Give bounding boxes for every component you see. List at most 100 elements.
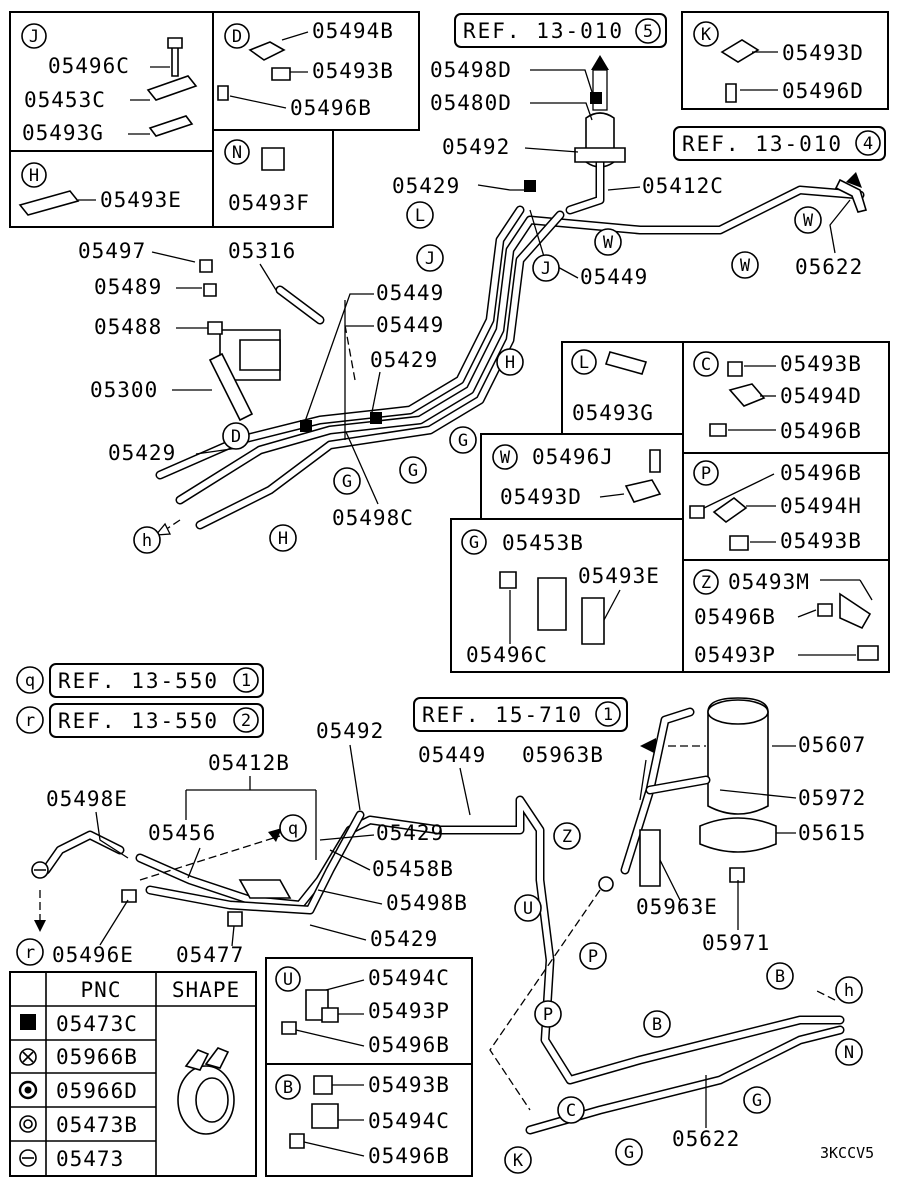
label-05496B: 05496B	[780, 461, 862, 485]
svg-text:J: J	[541, 259, 551, 279]
bolt-icon	[217, 85, 229, 101]
ref-13-550-2[interactable]: r REF. 13-550 2	[16, 703, 264, 738]
label-05412C: 05412C	[642, 174, 724, 198]
svg-text:REF. 13-010: REF. 13-010	[463, 19, 624, 43]
label-05496C: 05496C	[466, 643, 548, 667]
label-05449b: 05449	[376, 281, 444, 305]
filled-square-icon	[20, 1014, 36, 1030]
label-05496B: 05496B	[368, 1033, 450, 1057]
label-05492: 05492	[442, 135, 510, 159]
svg-text:K: K	[513, 1151, 524, 1171]
label-05429b: 05429	[370, 348, 438, 372]
legend-header-pnc: PNC	[81, 978, 122, 1002]
label-05493F: 05493F	[228, 191, 310, 215]
label-05453C: 05453C	[24, 88, 106, 112]
label-05622: 05622	[795, 255, 863, 279]
label-05498E: 05498E	[46, 787, 128, 811]
label-05493P: 05493P	[368, 999, 450, 1023]
detail-box-W: W 05496J 05493D	[480, 433, 684, 520]
label-05496B: 05496B	[694, 605, 776, 629]
label-05429b: 05429	[370, 927, 438, 951]
label-05429c: 05429	[108, 441, 176, 465]
bolt-icon	[689, 505, 705, 519]
label-05622: 05622	[672, 1127, 740, 1151]
label-05498D: 05498D	[430, 58, 512, 82]
label-05477: 05477	[176, 943, 244, 967]
upper-location-circles: L J J W W W H G G D G H h	[133, 201, 822, 554]
svg-text:h: h	[142, 531, 152, 551]
ref-13-010-5[interactable]: REF. 13-010 5	[454, 13, 667, 48]
svg-text:P: P	[543, 1005, 553, 1025]
detail-box-D: D 05494B 05493B 05496B	[212, 11, 420, 131]
bracket-icon	[839, 592, 872, 630]
detail-box-U: U 05494C 05493P 05496B	[265, 957, 473, 1065]
label-05493D: 05493D	[500, 485, 582, 509]
bolt-icon	[725, 83, 737, 103]
clamp-icon	[624, 479, 662, 503]
detail-box-Z: Z 05493M 05496B 05493P	[682, 559, 890, 673]
legend-pnc-1: 05473C	[56, 1012, 138, 1036]
label-05963E: 05963E	[636, 895, 718, 919]
svg-text:U: U	[523, 899, 533, 919]
label-05429a: 05429	[376, 821, 444, 845]
label-05488: 05488	[94, 315, 162, 339]
label-05496C: 05496C	[48, 54, 130, 78]
label-05493B: 05493B	[780, 529, 862, 553]
ref-13-010-4[interactable]: REF. 13-010 4	[673, 126, 886, 161]
svg-text:G: G	[752, 1091, 762, 1111]
clip-icon	[148, 115, 194, 137]
label-05496B: 05496B	[780, 419, 862, 443]
clip-icon	[261, 147, 285, 171]
svg-text:L: L	[415, 206, 425, 226]
svg-text:q: q	[288, 819, 298, 839]
double-circle-icon	[19, 1115, 37, 1133]
svg-text:C: C	[701, 355, 711, 375]
canister-icon	[707, 697, 769, 815]
svg-text:K: K	[701, 25, 712, 45]
svg-text:N: N	[232, 143, 242, 163]
svg-text:q: q	[25, 671, 35, 691]
label-05316: 05316	[228, 239, 296, 263]
clip-icon	[727, 361, 743, 377]
label-05497: 05497	[78, 239, 146, 263]
bracket-icon	[712, 496, 748, 524]
label-05496J: 05496J	[532, 445, 614, 469]
svg-text:W: W	[603, 233, 614, 253]
circle-x-icon	[19, 1048, 37, 1066]
label-05449c: 05449	[376, 313, 444, 337]
upper-labels: 05498D 05480D 05492 05429 05412C 05449 0…	[78, 58, 863, 530]
svg-text:REF. 15-710: REF. 15-710	[422, 703, 583, 727]
svg-text:P: P	[701, 464, 711, 484]
svg-text:h: h	[844, 981, 854, 1001]
svg-text:B: B	[775, 967, 785, 987]
legend-pnc-4: 05473B	[56, 1113, 138, 1137]
label-05498B: 05498B	[386, 891, 468, 915]
diagram-code: 3KCCV5	[820, 1144, 874, 1162]
ref-13-550-1[interactable]: q REF. 13-550 1	[16, 663, 264, 698]
label-05489: 05489	[94, 275, 162, 299]
svg-text:1: 1	[241, 671, 251, 691]
label-05493P: 05493P	[694, 643, 776, 667]
bracket-icon	[728, 383, 766, 407]
label-05615: 05615	[798, 821, 866, 845]
bolt-icon	[281, 1021, 297, 1035]
ref-15-710-1[interactable]: REF. 15-710 1	[413, 697, 628, 732]
label-05449a: 05449	[580, 265, 648, 289]
lower-labels: 05492 05412B 05498E 05456 05449 05963B 0…	[46, 719, 866, 1151]
label-05498C: 05498C	[332, 506, 414, 530]
clip-icon	[271, 67, 291, 81]
hose-clamp-shape-icon	[177, 1047, 235, 1135]
svg-text:5: 5	[643, 22, 653, 42]
label-05412B: 05412B	[208, 751, 290, 775]
svg-text:REF. 13-010: REF. 13-010	[682, 132, 843, 156]
label-05493G: 05493G	[22, 121, 104, 145]
label-05456: 05456	[148, 821, 216, 845]
svg-text:J: J	[425, 249, 435, 269]
svg-text:W: W	[803, 211, 814, 231]
label-05971: 05971	[702, 931, 770, 955]
circle-minus-icon	[19, 1149, 37, 1167]
label-05493B: 05493B	[368, 1073, 450, 1097]
svg-text:D: D	[231, 427, 241, 447]
label-05494H: 05494H	[780, 494, 862, 518]
detail-box-N: N 05493F	[212, 129, 334, 228]
